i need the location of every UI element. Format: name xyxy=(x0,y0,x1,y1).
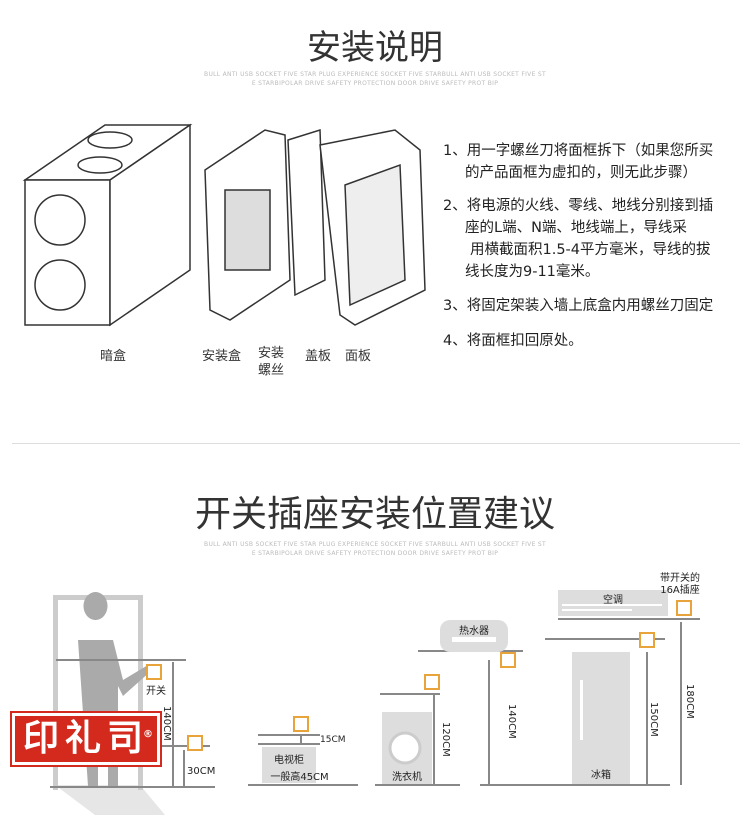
socket-icon xyxy=(500,652,516,668)
subtitle-en: BULL ANTI USB SOCKET FIVE STAR PLUG EXPE… xyxy=(204,71,546,87)
step-3: 3、将固定架装入墙上底盒内用螺丝刀固定 xyxy=(443,298,714,314)
label-heater: 热水器 xyxy=(459,626,489,637)
divider xyxy=(12,443,740,444)
label-screw: 安装螺丝 xyxy=(258,346,285,378)
label-tv-cabinet: 电视柜 xyxy=(274,755,304,766)
socket-16a-icon xyxy=(676,600,692,616)
height-15: 15CM xyxy=(320,735,346,745)
height-150: 150CM xyxy=(648,702,659,737)
socket-icon xyxy=(293,716,309,732)
label-fridge: 冰箱 xyxy=(591,770,611,781)
socket-icon xyxy=(639,632,655,648)
height-120: 120CM xyxy=(440,722,451,757)
label-ac: 空调 xyxy=(603,595,623,606)
subtitle-en-2: BULL ANTI USB SOCKET FIVE STAR PLUG EXPE… xyxy=(204,541,546,557)
height-140: 140CM xyxy=(161,706,172,741)
socket-icon xyxy=(424,674,440,690)
position-scene xyxy=(50,590,700,815)
label-mount-box: 安装盒 xyxy=(202,349,242,364)
socket-icon xyxy=(187,735,203,751)
switch-icon xyxy=(146,664,162,680)
step-4: 4、将面框扣回原处。 xyxy=(443,333,583,349)
label-washer: 洗衣机 xyxy=(392,772,422,783)
label-switch: 开关 xyxy=(146,686,166,697)
step-2: 2、将电源的火线、零线、地线分别接到插座的L端、N端、地线端上，导线采用横截面积… xyxy=(443,198,714,280)
install-parts-illustration xyxy=(22,123,426,327)
watermark-stamp: 印礼司® xyxy=(10,711,162,767)
label-cover: 盖板 xyxy=(305,349,332,364)
step-1: 1、用一字螺丝刀将面框拆下（如果您所买的产品面框为虚扣的，则无此步骤） xyxy=(443,143,714,181)
label-panel: 面板 xyxy=(345,349,372,364)
height-180: 180CM xyxy=(684,684,695,719)
height-30: 30CM xyxy=(187,766,216,777)
height-140b: 140CM xyxy=(506,704,517,739)
label-tv-height: 一般高45CM xyxy=(270,772,329,783)
section-title-position: 开关插座安装位置建议 xyxy=(194,494,555,535)
label-box: 暗盒 xyxy=(100,349,127,364)
section-title-install: 安装说明 xyxy=(307,28,443,68)
